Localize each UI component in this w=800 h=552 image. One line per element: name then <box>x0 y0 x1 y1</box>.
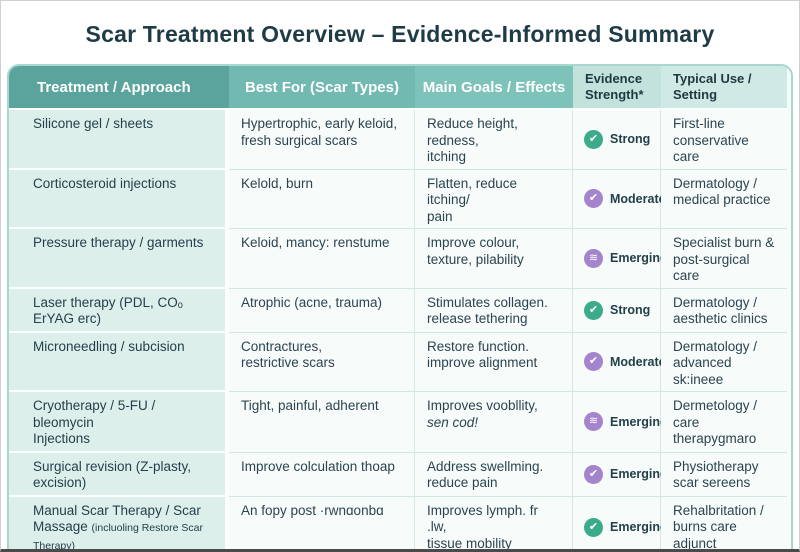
check-icon: ✔ <box>584 300 603 320</box>
best-for-cell: Hypertrophic, early keloid, fresh surgic… <box>229 110 415 170</box>
typical-use-cell: Dermetology / care therapygmaro <box>661 392 787 453</box>
evidence-label: Moderate <box>610 191 666 206</box>
evidence-label: Emerging <box>610 520 668 534</box>
typical-use-cell: Dermatology / aesthetic clinics <box>661 288 787 333</box>
typical-use-cell: Physiotherapy scar sereens <box>661 452 787 497</box>
best-for-cell: Contractures, restrictive scars <box>229 332 415 392</box>
treatment-cell: Manual Scar Therapy / Scar Massage (incl… <box>9 496 229 549</box>
evidence-cell: ✔ Strong <box>573 110 661 170</box>
treatment-cell: Surgical revision (Z-plasty, excision) <box>9 452 229 497</box>
typical-use-cell: Specialist burn & post-surgical care <box>661 229 787 289</box>
goals-cell: Improve colour, texture, pilability <box>415 229 573 289</box>
evidence-cell: ≋ Emerging <box>573 392 668 453</box>
best-for-cell: Tight, painful, adherent <box>229 392 415 453</box>
treatment-cell: Cryotherapy / 5-FU / bleomycin Injection… <box>9 392 229 453</box>
treatment-cell: Pressure therapy / garments <box>9 229 229 289</box>
treatment-cell: Silicone gel / sheets <box>9 110 229 170</box>
best-for-cell: Keloid, mancy: renstume <box>229 229 415 289</box>
evidence-label: Emerging <box>610 414 668 429</box>
goals-cell: Reduce height, redness, itching <box>415 110 573 170</box>
page-title: Scar Treatment Overview – Evidence-Infor… <box>85 21 715 47</box>
typical-use-cell: First-line conservative care <box>661 110 787 170</box>
check-icon: ✔ <box>584 464 603 484</box>
evidence-cell: ✔ Emerging <box>573 452 668 497</box>
evidence-cell: ≋ Emerging <box>573 229 668 289</box>
goals-cell: Address swellming. reduce pain <box>415 452 573 497</box>
best-for-cell: Kelold, burn <box>229 169 415 229</box>
goals-cell: Stimulates collagen. release tethering <box>415 288 573 333</box>
best-for-cell: An fopy post ·rwnɑonbɑ <box>229 496 415 549</box>
best-for-cell: Improve colculation thoap <box>229 452 415 497</box>
layers-icon: ≋ <box>584 412 603 432</box>
evidence-cell: ✔ Moderate <box>573 332 666 392</box>
best-for-cell: Atrophic (acne, trauma) <box>229 288 415 333</box>
column-header-treatment: Treatment / Approach <box>9 66 229 110</box>
layers-icon: ≋ <box>584 248 603 268</box>
typical-use-cell: Dermatology / medical practice <box>661 169 787 229</box>
evidence-label: Emerging <box>610 251 668 265</box>
treatment-cell: Corticosteroid injections <box>9 169 229 229</box>
evidence-label: Emerging <box>610 466 668 481</box>
evidence-label: Strong <box>610 132 651 146</box>
typical-use-cell: Rehalbritation / burns care adjunct <box>661 496 787 549</box>
summary-table: Treatment / Approach Best For (Scar Type… <box>7 64 793 549</box>
check-icon: ✔ <box>584 517 603 537</box>
evidence-cell: ✔ Moderate <box>573 169 666 229</box>
evidence-cell: ✔ Strong <box>573 288 661 333</box>
goals-cell: Improves voobllity,sen cod! <box>415 392 573 453</box>
check-icon: ✔ <box>584 129 603 149</box>
treatment-cell: Laser therapy (PDL, COₒ ErYAG erc) <box>9 288 229 333</box>
treatment-cell: Microneedling / subcision <box>9 332 229 392</box>
column-header-typical-use: Typical Use / Setting <box>661 66 787 110</box>
goals-cell: Flatten, reduce itching/ pain <box>415 169 573 229</box>
column-header-best-for: Best For (Scar Types) <box>229 66 415 110</box>
evidence-cell: ✔ Emerging <box>573 496 668 549</box>
check-icon: ✔ <box>584 189 603 209</box>
evidence-label: Strong <box>610 302 651 317</box>
goals-cell: Improves lymph. fr .lw, tissue mobility <box>415 496 573 549</box>
column-header-goals: Main Goals / Effects <box>415 66 573 110</box>
goals-cell: Restore function. improve alignment <box>415 332 573 392</box>
column-header-evidence: Evidence Strength* <box>573 66 661 110</box>
evidence-label: Moderate <box>610 354 666 369</box>
check-icon: ✔ <box>584 352 603 372</box>
typical-use-cell: Dermatology / advanced sk:ineee <box>661 332 787 392</box>
